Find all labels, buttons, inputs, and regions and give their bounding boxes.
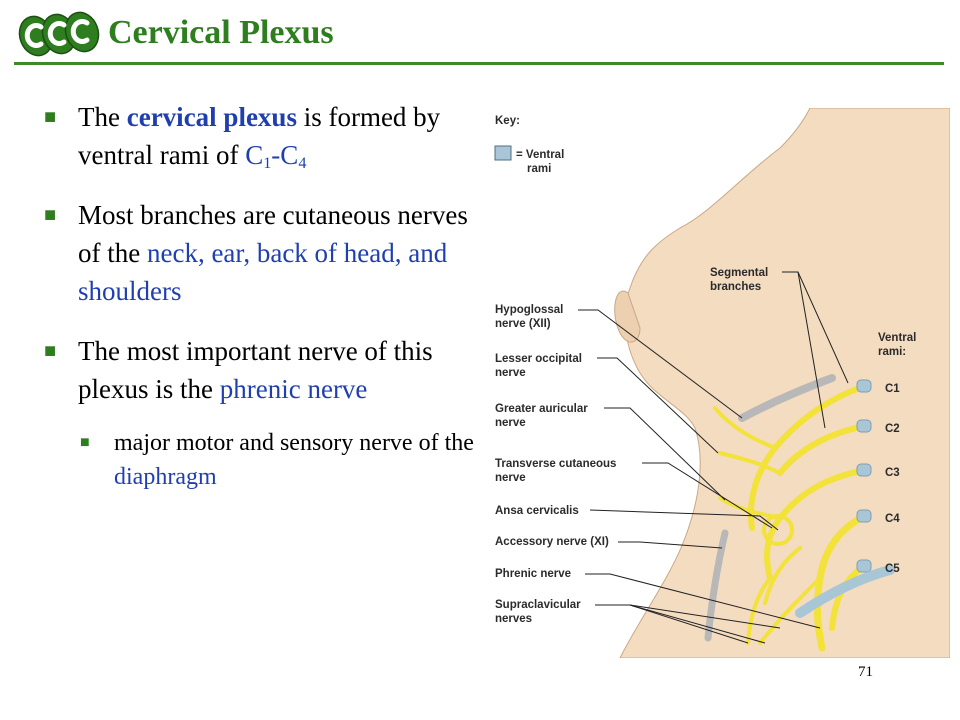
ramus-label-c2: C2 (885, 423, 900, 435)
bullet-item-2: ■ Most branches are cutaneous nerves of … (44, 196, 474, 310)
ccc-logo-icon (18, 11, 100, 57)
nerve-label-lesser-occipital-2: nerve (495, 367, 526, 379)
key-title: Key: (495, 115, 520, 127)
nerve-label-hypoglossal-2: nerve (XII) (495, 318, 551, 330)
square-bullet-icon: ■ (80, 434, 90, 451)
bullet-highlight: cervical plexus (126, 102, 297, 132)
bullet-text: Most branches are cutaneous nerves of th… (78, 200, 468, 268)
ramus-label-c1: C1 (885, 383, 900, 395)
ramus-label-c5: C5 (885, 563, 900, 575)
segmental-label-line-2: branches (710, 281, 761, 293)
bullet-highlight: neck, ear, back of head, and shoulders (78, 238, 448, 306)
ear-outline (614, 290, 641, 343)
label-leader-lines (578, 309, 821, 644)
nerve-label-ansa-cervicalis: Ansa cervicalis (495, 505, 579, 517)
plexus-nerves (713, 383, 869, 652)
bullet-text: The (78, 102, 127, 132)
square-bullet-icon: ■ (44, 340, 57, 362)
nerve-label-transverse-cutaneous-1: Transverse cutaneous (495, 458, 616, 470)
bullet-highlight: phrenic nerve (219, 374, 368, 404)
nerve-label-greater-auricular-2: nerve (495, 417, 526, 429)
ventral-rami-label-line-1: Ventral (878, 332, 916, 344)
cervical-range: C1-C4 (245, 140, 307, 172)
nerve-label-supraclavicular-2: nerves (495, 613, 532, 625)
hypoglossal-nerve (738, 374, 836, 422)
bullet-list: ■ The cervical plexus is formed by ventr… (44, 98, 474, 494)
key-item-line-2: rami (527, 163, 551, 175)
page-title: Cervical Plexus (108, 14, 334, 51)
cervical-plexus-figure: Key: = Ventral rami Segmental branches V… (494, 108, 950, 658)
range-dash: - (271, 140, 281, 170)
nerve-label-accessory: Accessory nerve (XI) (495, 536, 609, 548)
ventral-rami-stubs (856, 379, 872, 573)
nerve-label-phrenic: Phrenic nerve (495, 568, 571, 580)
ramus-label-c4: C4 (885, 513, 900, 525)
bullet-text: The most important nerve of this plexus … (78, 336, 433, 404)
bullet-item-1: ■ The cervical plexus is formed by ventr… (44, 98, 474, 174)
key-item-line-1: = Ventral (516, 149, 564, 161)
title-divider (14, 62, 944, 65)
vertebra-index: 1 (263, 154, 272, 172)
nerve-label-greater-auricular-1: Greater auricular (495, 403, 588, 415)
segmental-label-line-1: Segmental (710, 267, 768, 279)
page-number: 71 (858, 664, 873, 680)
bullet-text: is formed by ventral rami of (78, 102, 441, 170)
ventral-rami-label-line-2: rami: (878, 346, 906, 358)
segmental-leader-lines (782, 271, 849, 429)
ventral-key-swatch (494, 145, 512, 161)
nerve-label-transverse-cutaneous-2: nerve (495, 472, 526, 484)
nerve-label-supraclavicular-1: Supraclavicular (495, 599, 581, 611)
accessory-nerve (704, 529, 729, 642)
ramus-label-c3: C3 (885, 467, 900, 479)
vertebra-letter: C (280, 140, 299, 170)
clavicle-edge (795, 565, 895, 618)
vertebra-index: 4 (298, 154, 307, 172)
vertebra-letter: C (245, 140, 264, 170)
head-neck-silhouette (619, 108, 950, 658)
bullet-highlight: diaphragm (114, 464, 217, 490)
nerve-label-hypoglossal-1: Hypoglossal (495, 304, 563, 316)
bullet-text: major motor and sensory nerve of the (114, 430, 474, 456)
bullet-item-3: ■ The most important nerve of this plexu… (44, 332, 474, 408)
square-bullet-icon: ■ (44, 204, 57, 226)
nerve-label-lesser-occipital-1: Lesser occipital (495, 353, 582, 365)
sub-bullet-item-1: ■ major motor and sensory nerve of the d… (80, 426, 474, 494)
square-bullet-icon: ■ (44, 106, 57, 128)
